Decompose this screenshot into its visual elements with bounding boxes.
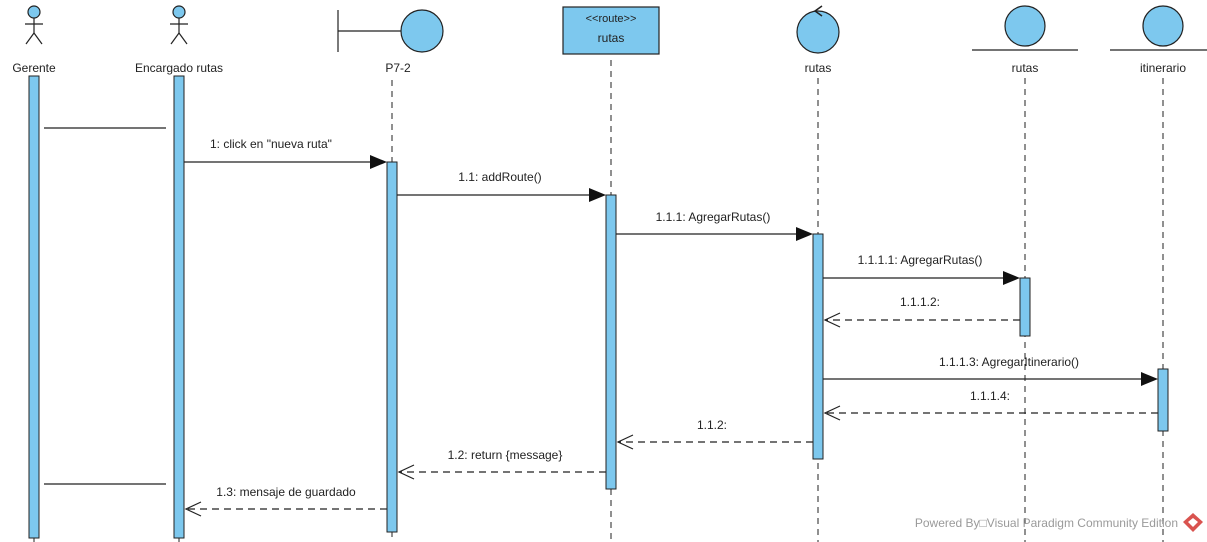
activation-bars	[28, 75, 1169, 539]
arrowhead-filled-icon	[370, 155, 387, 169]
watermark-text: Powered By□Visual Paradigm Community Edi…	[915, 516, 1178, 530]
arrowhead-open-icon	[823, 312, 841, 328]
message-label-m7: 1.1.1.4:	[970, 389, 1010, 403]
entity-icon	[972, 5, 1078, 51]
message-label-m5: 1.1.1.2:	[900, 295, 940, 309]
participant-label-route: rutas	[598, 31, 625, 45]
lifelines	[33, 60, 1164, 542]
participant-label-gerente: Gerente	[12, 61, 56, 75]
message-label-m8: 1.1.2:	[697, 418, 727, 432]
arrowhead-open-icon	[184, 501, 202, 517]
arrowhead-filled-icon	[1003, 271, 1020, 285]
activation-entity1	[1019, 277, 1031, 337]
gate-lines	[44, 127, 166, 485]
participant-label-entity2: itinerario	[1140, 61, 1186, 75]
arrowhead-open-icon	[823, 405, 841, 421]
arrowhead-filled-icon	[1141, 372, 1158, 386]
message-label-m10: 1.3: mensaje de guardado	[216, 485, 356, 499]
participant-stereotype-route: <<route>>	[586, 13, 637, 25]
arrowhead-open-icon	[397, 464, 415, 480]
message-label-m6: 1.1.1.3: AgregarItinerario()	[939, 355, 1079, 369]
arrowhead-open-icon	[616, 434, 634, 450]
actor-icon	[170, 5, 188, 45]
activation-p72	[386, 161, 398, 533]
visual-paradigm-logo-icon	[1183, 513, 1203, 532]
activation-entity2	[1157, 368, 1169, 432]
route-class-box	[562, 6, 660, 55]
entity-icon	[1110, 5, 1207, 51]
message-label-m2: 1.1: addRoute()	[458, 170, 541, 184]
actor-icon	[25, 5, 43, 45]
message-label-m4: 1.1.1.1: AgregarRutas()	[858, 253, 983, 267]
participant-label-p72: P7-2	[385, 61, 411, 75]
message-label-m9: 1.2: return {message}	[448, 448, 563, 462]
activation-gerente	[28, 75, 40, 539]
boundary-icon	[337, 9, 444, 53]
participant-label-control: rutas	[805, 61, 832, 75]
watermark: Powered By□Visual Paradigm Community Edi…	[915, 513, 1203, 532]
activation-route	[605, 194, 617, 490]
messages: 1: click en "nueva ruta" 1.1: addRoute()…	[184, 137, 1158, 517]
participant-label-entity1: rutas	[1012, 61, 1039, 75]
activation-control	[812, 233, 824, 460]
arrowhead-filled-icon	[589, 188, 606, 202]
control-icon	[796, 5, 840, 54]
message-label-m3: 1.1.1: AgregarRutas()	[656, 210, 771, 224]
participant-label-encargado: Encargado rutas	[135, 61, 223, 75]
activation-encargado	[173, 75, 185, 539]
arrowhead-filled-icon	[796, 227, 813, 241]
message-label-m1: 1: click en "nueva ruta"	[210, 137, 332, 151]
